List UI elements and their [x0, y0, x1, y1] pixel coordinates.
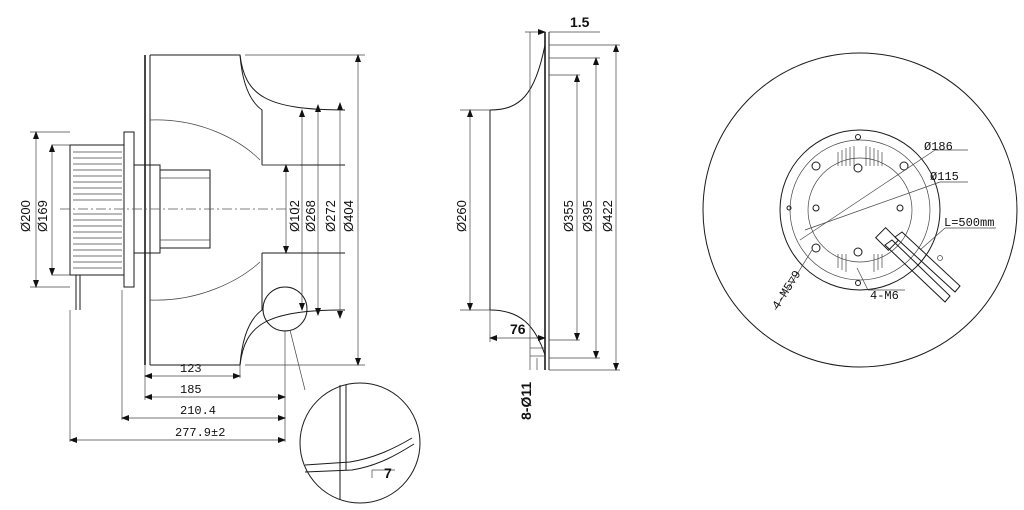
rotor [159, 169, 211, 249]
dim-len-185: 185 [180, 383, 202, 397]
motor-flange [123, 131, 135, 288]
cooling-vents [837, 146, 883, 272]
dim-d422: Ø422 [600, 200, 615, 232]
dim-d404: Ø404 [341, 200, 356, 232]
label-cable-length: L=500mm [944, 216, 994, 230]
side-diameter-dims: Ø200 Ø169 Ø102 Ø268 Ø272 Ø404 [18, 54, 365, 366]
leader-d115 [804, 181, 941, 231]
side-view: Ø200 Ø169 Ø102 Ø268 Ø272 Ø404 123 185 21… [18, 54, 365, 443]
motor-body [69, 144, 125, 276]
impeller-outline [702, 52, 1018, 368]
leader-m5 [774, 249, 813, 311]
dim-d260: Ø260 [454, 200, 469, 232]
dim-d115: Ø115 [930, 170, 959, 184]
dim-len-210-4: 210.4 [180, 404, 216, 418]
motor-outline [779, 129, 941, 291]
dim-holes: 8-Ø11 [518, 382, 534, 420]
dim-d200: Ø200 [18, 200, 33, 232]
detail-circle [299, 382, 421, 504]
dim-thickness: 1.5 [570, 14, 590, 30]
shroud-top [150, 54, 263, 165]
dim-d102: Ø102 [287, 200, 302, 232]
label-m5-thread: 4-M5▽9 [770, 268, 805, 312]
dim-d272: Ø272 [323, 200, 338, 232]
dim-d186: Ø186 [924, 140, 953, 154]
inlet-curve-top [489, 44, 546, 111]
side-length-dims: 123 185 210.4 277.9±2 [69, 290, 286, 443]
dim-d355: Ø355 [561, 200, 576, 232]
dim-depth-76: 76 [510, 321, 526, 337]
detail-lip [304, 437, 413, 466]
detail-marker [262, 286, 308, 332]
leader-d186 [799, 149, 936, 241]
label-m6-thread: 4-M6 [870, 289, 899, 303]
dim-d395: Ø395 [580, 200, 595, 232]
dim-len-277-9: 277.9±2 [175, 426, 225, 440]
cable-glands [874, 226, 961, 303]
dim-d169: Ø169 [35, 200, 50, 232]
dim-len-123: 123 [180, 362, 202, 376]
inlet-view: 1.5 Ø260 Ø355 Ø395 Ø422 76 8-Ø11 [454, 14, 620, 420]
detail-view: 7 [299, 382, 421, 504]
front-view: Ø186 Ø115 L=500mm 4-M5▽9 4-M6 [702, 52, 1018, 368]
screw-holes [786, 134, 909, 286]
dim-d268: Ø268 [303, 200, 318, 232]
motor-fins [73, 151, 122, 269]
dim-gap-7: 7 [384, 465, 392, 481]
leader-m6 [856, 267, 869, 291]
leader-cable [919, 227, 946, 251]
